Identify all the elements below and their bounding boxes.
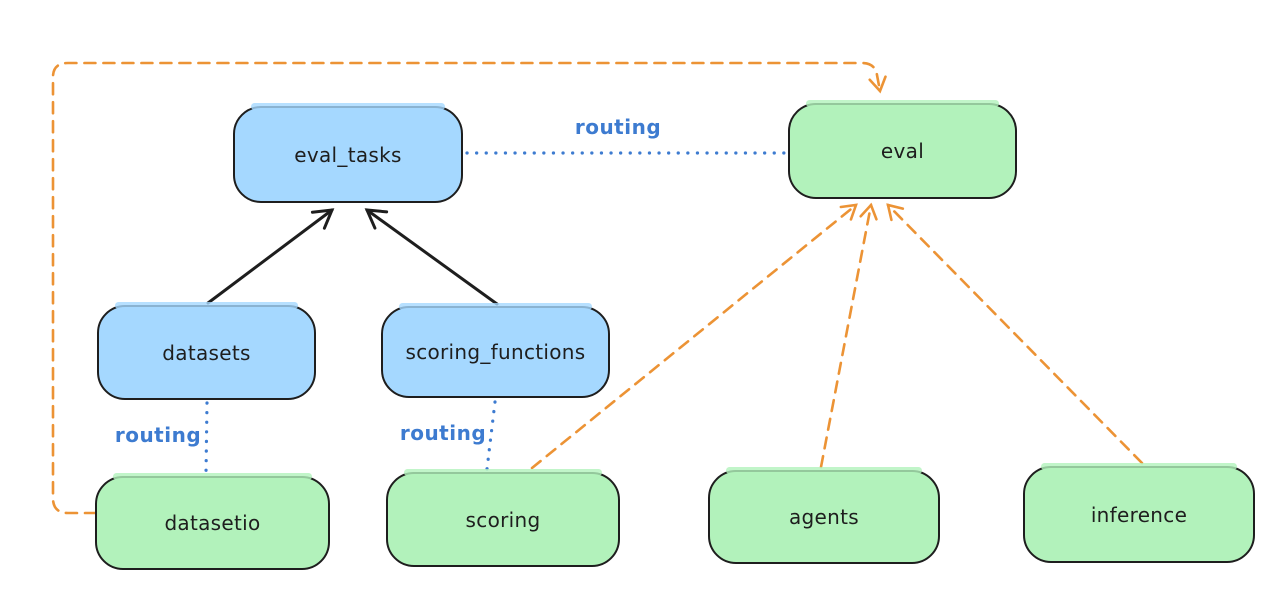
node-scoring: scoring bbox=[386, 469, 620, 567]
node-datasetio-label: datasetio bbox=[164, 511, 261, 535]
edge-label-routing-eval-tasks-eval: routing bbox=[574, 115, 662, 139]
edge-scoring-functions-to-eval-tasks bbox=[364, 208, 499, 306]
node-datasetio: datasetio bbox=[95, 473, 330, 570]
node-datasets: datasets bbox=[97, 302, 316, 400]
node-scoring-functions: scoring_functions bbox=[381, 303, 610, 398]
edge-datasets-to-datasetio-dotted bbox=[204, 401, 209, 475]
node-eval-label: eval bbox=[880, 139, 925, 163]
node-eval: eval bbox=[788, 100, 1017, 199]
edge-label-routing-datasets-datasetio: routing bbox=[114, 423, 202, 447]
node-scoring-label: scoring bbox=[465, 507, 541, 532]
node-inference: inference bbox=[1023, 463, 1255, 563]
node-eval-tasks-label: eval_tasks bbox=[294, 142, 402, 167]
node-datasets-label: datasets bbox=[162, 340, 251, 365]
node-eval-tasks: eval_tasks bbox=[233, 103, 463, 203]
node-scoring-functions-label: scoring_functions bbox=[405, 340, 586, 364]
node-agents-label: agents bbox=[789, 505, 859, 529]
edge-scoring-functions-to-scoring-dotted bbox=[485, 400, 497, 471]
edge-inference-to-eval bbox=[886, 203, 1144, 465]
edge-datasets-to-eval-tasks bbox=[206, 208, 335, 305]
edge-scoring-to-eval bbox=[530, 203, 858, 470]
node-inference-label: inference bbox=[1090, 502, 1188, 527]
edge-datasetio-to-eval bbox=[51, 61, 887, 515]
edge-label-routing-scoring-functions-scoring: routing bbox=[399, 421, 487, 445]
node-agents: agents bbox=[708, 467, 940, 564]
edge-agents-to-eval bbox=[819, 202, 878, 469]
